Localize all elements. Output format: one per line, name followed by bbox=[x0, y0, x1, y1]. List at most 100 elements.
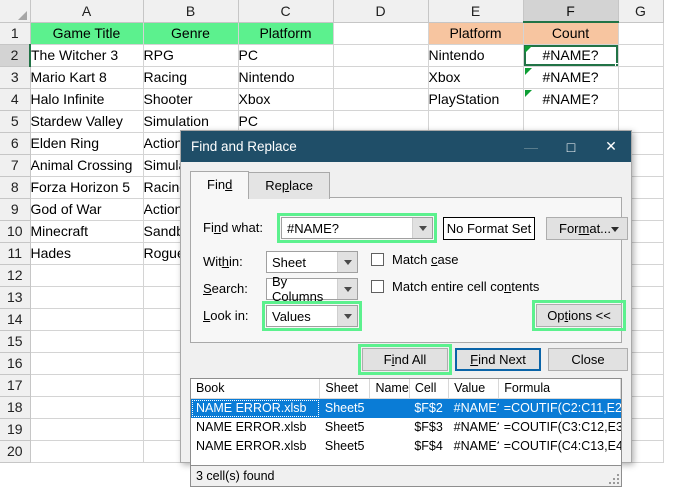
row-header-4[interactable]: 4 bbox=[0, 87, 31, 111]
chevron-down-icon[interactable] bbox=[337, 252, 357, 272]
cell-A20[interactable] bbox=[29, 439, 144, 463]
cell-E1[interactable]: Platform bbox=[427, 21, 524, 45]
cell-B4[interactable]: Shooter bbox=[142, 87, 239, 111]
cell-A13[interactable] bbox=[29, 285, 144, 309]
chevron-down-icon[interactable] bbox=[337, 279, 357, 299]
column-header-e[interactable]: E bbox=[427, 0, 524, 23]
cell-A1[interactable]: Game Title bbox=[29, 21, 144, 45]
cell-A9[interactable]: God of War bbox=[29, 197, 144, 221]
cell-B2[interactable]: RPG bbox=[142, 43, 239, 67]
cell-A3[interactable]: Mario Kart 8 bbox=[29, 65, 144, 89]
row-header-1[interactable]: 1 bbox=[0, 21, 31, 45]
cell-B3[interactable]: Racing bbox=[142, 65, 239, 89]
find-and-replace-dialog[interactable]: Find and Replace — □ ✕ Find Replace Find… bbox=[180, 130, 632, 487]
row-header-16[interactable]: 16 bbox=[0, 351, 31, 375]
cell-F2[interactable]: #NAME? bbox=[522, 43, 619, 67]
cell-D3[interactable] bbox=[332, 65, 429, 89]
cell-A16[interactable] bbox=[29, 351, 144, 375]
results-column-value[interactable]: Value bbox=[448, 379, 500, 399]
row-header-17[interactable]: 17 bbox=[0, 373, 31, 397]
cell-E4[interactable]: PlayStation bbox=[427, 87, 524, 111]
close-icon[interactable]: ✕ bbox=[605, 138, 617, 154]
row-header-6[interactable]: 6 bbox=[0, 131, 31, 155]
cell-D4[interactable] bbox=[332, 87, 429, 111]
cell-G5[interactable] bbox=[617, 109, 664, 133]
cell-C4[interactable]: Xbox bbox=[237, 87, 334, 111]
match-case-checkbox[interactable]: Match case bbox=[371, 252, 458, 267]
find-next-button[interactable]: Find Next bbox=[455, 348, 541, 371]
format-button[interactable]: Format... bbox=[546, 217, 628, 240]
options-button[interactable]: Options << bbox=[532, 300, 626, 331]
cell-A6[interactable]: Elden Ring bbox=[29, 131, 144, 155]
cell-D1[interactable] bbox=[332, 21, 429, 45]
tab-replace[interactable]: Replace bbox=[248, 172, 331, 199]
cell-B1[interactable]: Genre bbox=[142, 21, 239, 45]
cell-F1[interactable]: Count bbox=[522, 21, 619, 45]
cell-E5[interactable] bbox=[427, 109, 524, 133]
cell-C2[interactable]: PC bbox=[237, 43, 334, 67]
row-header-14[interactable]: 14 bbox=[0, 307, 31, 331]
cell-A15[interactable] bbox=[29, 329, 144, 353]
close-button[interactable]: Close bbox=[548, 348, 628, 371]
cell-D5[interactable] bbox=[332, 109, 429, 133]
results-column-name[interactable]: Name bbox=[369, 379, 410, 399]
cell-G2[interactable] bbox=[617, 43, 664, 67]
row-header-7[interactable]: 7 bbox=[0, 153, 31, 177]
maximize-icon[interactable]: □ bbox=[566, 138, 576, 155]
find-what-input[interactable]: #NAME? bbox=[277, 213, 437, 243]
cell-A2[interactable]: The Witcher 3 bbox=[29, 43, 144, 67]
row-header-11[interactable]: 11 bbox=[0, 241, 31, 265]
minimize-icon[interactable]: — bbox=[524, 138, 538, 155]
cell-G1[interactable] bbox=[617, 21, 664, 45]
chevron-down-icon[interactable] bbox=[412, 218, 432, 238]
tab-find[interactable]: Find bbox=[190, 171, 250, 199]
cell-A10[interactable]: Minecraft bbox=[29, 219, 144, 243]
column-header-g[interactable]: G bbox=[617, 0, 664, 23]
row-header-19[interactable]: 19 bbox=[0, 417, 31, 441]
cell-C3[interactable]: Nintendo bbox=[237, 65, 334, 89]
cell-A4[interactable]: Halo Infinite bbox=[29, 87, 144, 111]
cell-F5[interactable] bbox=[522, 109, 619, 133]
column-header-c[interactable]: C bbox=[237, 0, 334, 23]
cell-A11[interactable]: Hades bbox=[29, 241, 144, 265]
cell-A19[interactable] bbox=[29, 417, 144, 441]
row-header-15[interactable]: 15 bbox=[0, 329, 31, 353]
cell-B5[interactable]: Simulation bbox=[142, 109, 239, 133]
results-column-formula[interactable]: Formula bbox=[498, 379, 621, 399]
cell-A12[interactable] bbox=[29, 263, 144, 287]
row-header-18[interactable]: 18 bbox=[0, 395, 31, 419]
within-select[interactable]: Sheet bbox=[266, 251, 358, 273]
column-header-f[interactable]: F bbox=[522, 0, 619, 23]
cell-E2[interactable]: Nintendo bbox=[427, 43, 524, 67]
search-select[interactable]: By Columns bbox=[266, 274, 358, 304]
cell-G3[interactable] bbox=[617, 65, 664, 89]
cell-C1[interactable]: Platform bbox=[237, 21, 334, 45]
select-all-corner[interactable] bbox=[0, 0, 31, 23]
cell-E3[interactable]: Xbox bbox=[427, 65, 524, 89]
look-in-select[interactable]: Values bbox=[262, 301, 362, 331]
resize-grip-icon[interactable] bbox=[607, 472, 619, 484]
cell-G4[interactable] bbox=[617, 87, 664, 111]
column-header-a[interactable]: A bbox=[29, 0, 144, 23]
results-column-book[interactable]: Book bbox=[191, 379, 321, 399]
results-column-cell[interactable]: Cell bbox=[409, 379, 450, 399]
column-header-b[interactable]: B bbox=[142, 0, 239, 23]
match-entire-cell-checkbox[interactable]: Match entire cell contents bbox=[371, 279, 539, 294]
row-header-13[interactable]: 13 bbox=[0, 285, 31, 309]
cell-A14[interactable] bbox=[29, 307, 144, 331]
find-all-button[interactable]: Find All bbox=[358, 344, 452, 375]
row-header-12[interactable]: 12 bbox=[0, 263, 31, 287]
row-header-20[interactable]: 20 bbox=[0, 439, 31, 463]
row-header-2[interactable]: 2 bbox=[0, 43, 31, 67]
cell-A5[interactable]: Stardew Valley bbox=[29, 109, 144, 133]
cell-D2[interactable] bbox=[332, 43, 429, 67]
